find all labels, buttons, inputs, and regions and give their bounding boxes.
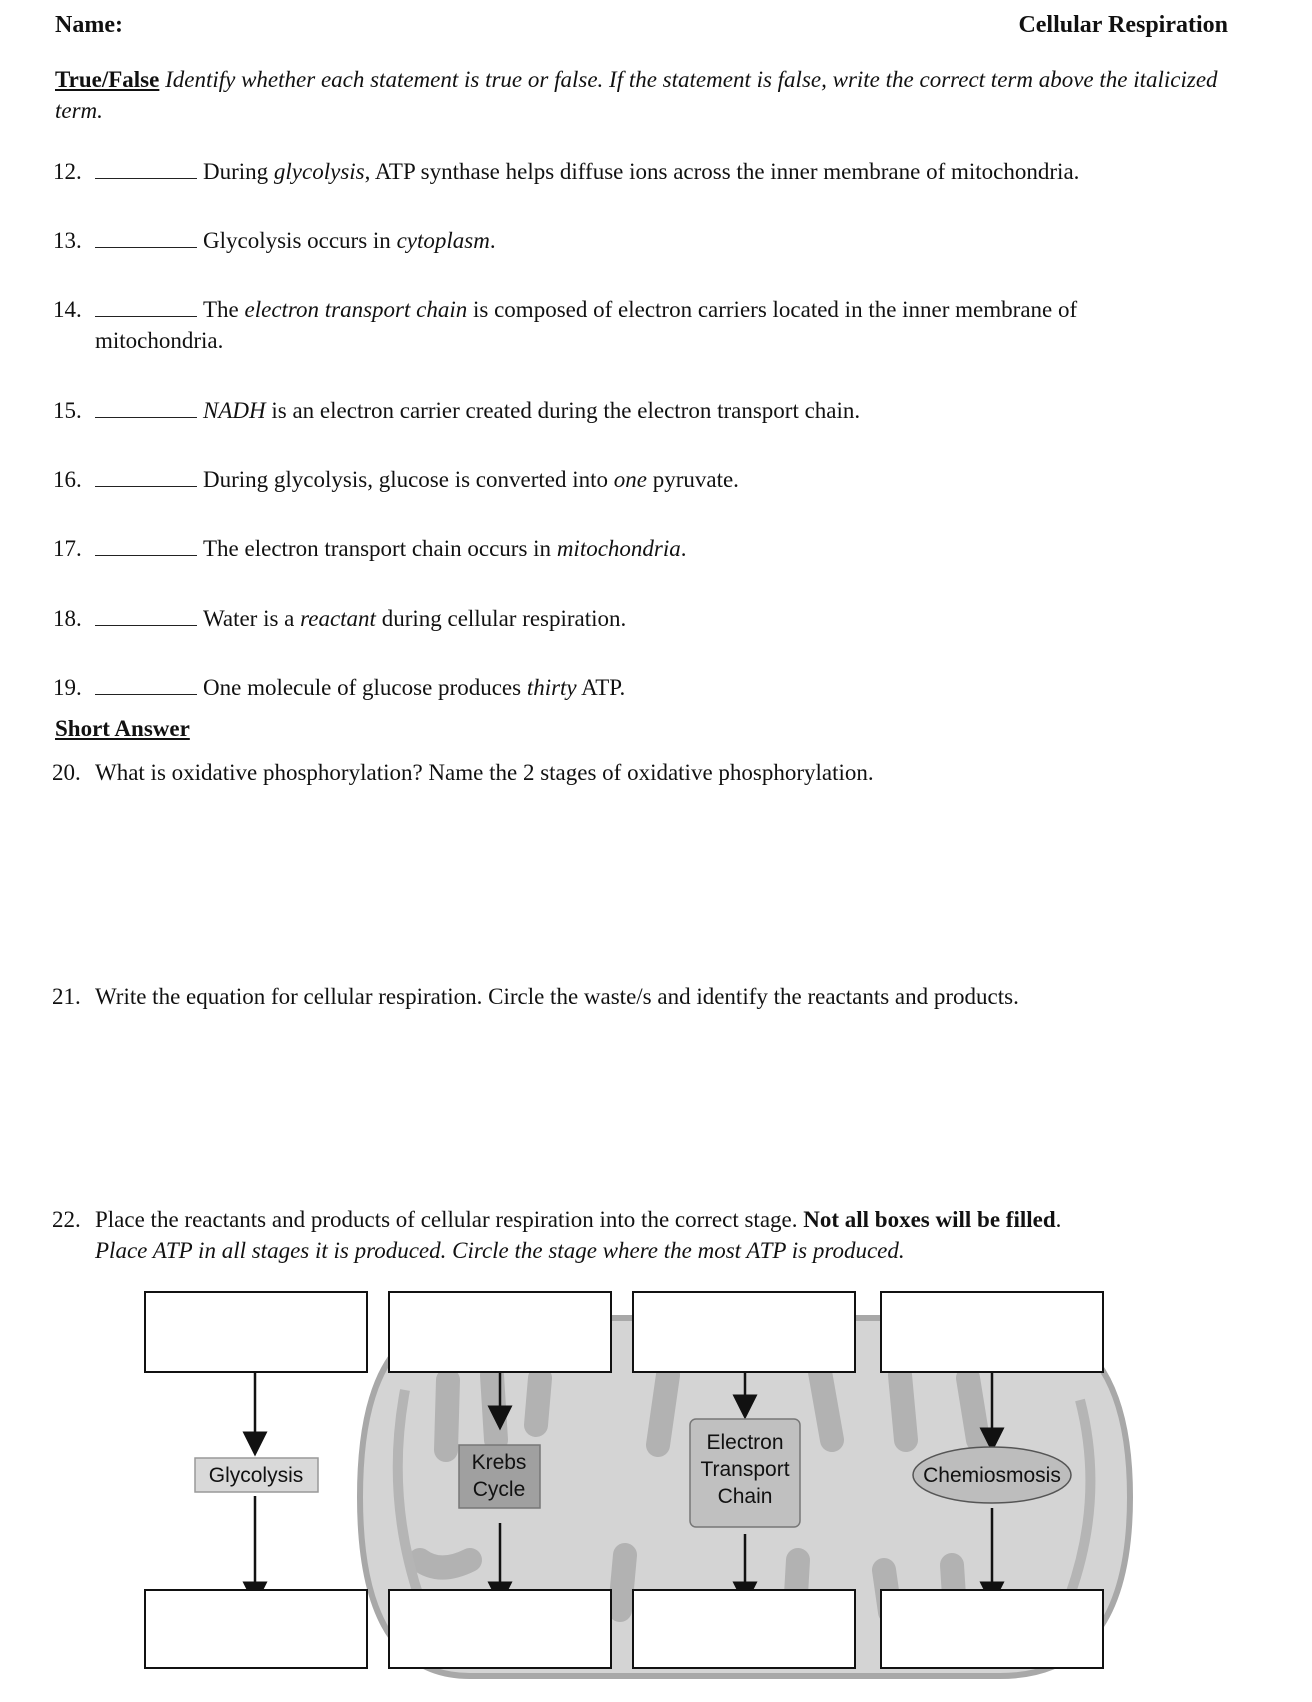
krebs-input-box[interactable] xyxy=(388,1291,612,1373)
answer-blank[interactable] xyxy=(95,229,197,248)
answer-blank[interactable] xyxy=(95,537,197,556)
etc-output-box[interactable] xyxy=(632,1589,856,1669)
page-title: Cellular Respiration xyxy=(1018,12,1228,38)
answer-blank[interactable] xyxy=(95,607,197,626)
chemiosmosis-output-box[interactable] xyxy=(880,1589,1104,1669)
question-19: 19.One molecule of glucose produces thir… xyxy=(53,675,626,700)
question-14: 14.The electron transport chain is compo… xyxy=(53,294,1253,356)
krebs-output-box[interactable] xyxy=(388,1589,612,1669)
stage-chemiosmosis[interactable]: Chemiosmosis xyxy=(912,1446,1072,1504)
true-false-instructions: True/False Identify whether each stateme… xyxy=(55,64,1235,126)
glycolysis-input-box[interactable] xyxy=(144,1291,368,1373)
chemiosmosis-input-box[interactable] xyxy=(880,1291,1104,1373)
italic-term: mitochondria xyxy=(556,536,681,561)
answer-blank[interactable] xyxy=(95,676,197,695)
stage-etc-label-line2: Transport xyxy=(700,1458,789,1481)
stage-krebs-label-line1: Krebs xyxy=(472,1451,527,1474)
glycolysis-output-box[interactable] xyxy=(144,1589,368,1669)
question-15: 15.NADH is an electron carrier created d… xyxy=(53,398,861,423)
answer-blank[interactable] xyxy=(95,468,197,487)
question-21: 21.Write the equation for cellular respi… xyxy=(52,984,1019,1009)
question-22: 22.Place the reactants and products of c… xyxy=(52,1204,1272,1266)
answer-blank[interactable] xyxy=(95,160,197,179)
question-16: 16.During glycolysis, glucose is convert… xyxy=(53,467,739,492)
question-17: 17.The electron transport chain occurs i… xyxy=(53,536,687,561)
short-answer-heading: Short Answer xyxy=(55,716,190,741)
stage-glycolysis[interactable]: Glycolysis xyxy=(194,1457,319,1493)
italic-term: NADH xyxy=(203,398,266,423)
italic-term: reactant xyxy=(300,606,376,631)
question-12: 12.During glycolysis, ATP synthase helps… xyxy=(53,159,1080,184)
question-14-continuation: mitochondria. xyxy=(95,328,224,353)
italic-term: cytoplasm xyxy=(396,228,490,253)
question-18: 18.Water is a reactant during cellular r… xyxy=(53,606,627,631)
question-13: 13.Glycolysis occurs in cytoplasm. xyxy=(53,228,496,253)
etc-input-box[interactable] xyxy=(632,1291,856,1373)
stage-krebs-cycle[interactable]: Krebs Cycle xyxy=(458,1444,541,1509)
true-false-instructions-text: Identify whether each statement is true … xyxy=(55,67,1218,123)
question-20: 20.What is oxidative phosphorylation? Na… xyxy=(52,760,874,785)
true-false-heading: True/False xyxy=(55,67,160,92)
italic-term: electron transport chain xyxy=(244,297,468,322)
answer-blank[interactable] xyxy=(95,298,197,317)
italic-term: one xyxy=(613,467,647,492)
stage-etc-label-line3: Chain xyxy=(718,1485,773,1508)
italic-term: glycolysis xyxy=(273,159,365,184)
question-22-instruction: Place ATP in all stages it is produced. … xyxy=(95,1238,905,1263)
stage-glycolysis-label: Glycolysis xyxy=(209,1464,304,1487)
italic-term: thirty xyxy=(526,675,577,700)
stage-electron-transport-chain[interactable]: Electron Transport Chain xyxy=(689,1418,801,1528)
answer-blank[interactable] xyxy=(95,399,197,418)
name-label: Name: xyxy=(55,12,123,38)
stage-chemiosmosis-label: Chemiosmosis xyxy=(923,1464,1061,1487)
stage-krebs-label-line2: Cycle xyxy=(473,1478,526,1501)
stage-etc-label-line1: Electron xyxy=(706,1431,783,1454)
